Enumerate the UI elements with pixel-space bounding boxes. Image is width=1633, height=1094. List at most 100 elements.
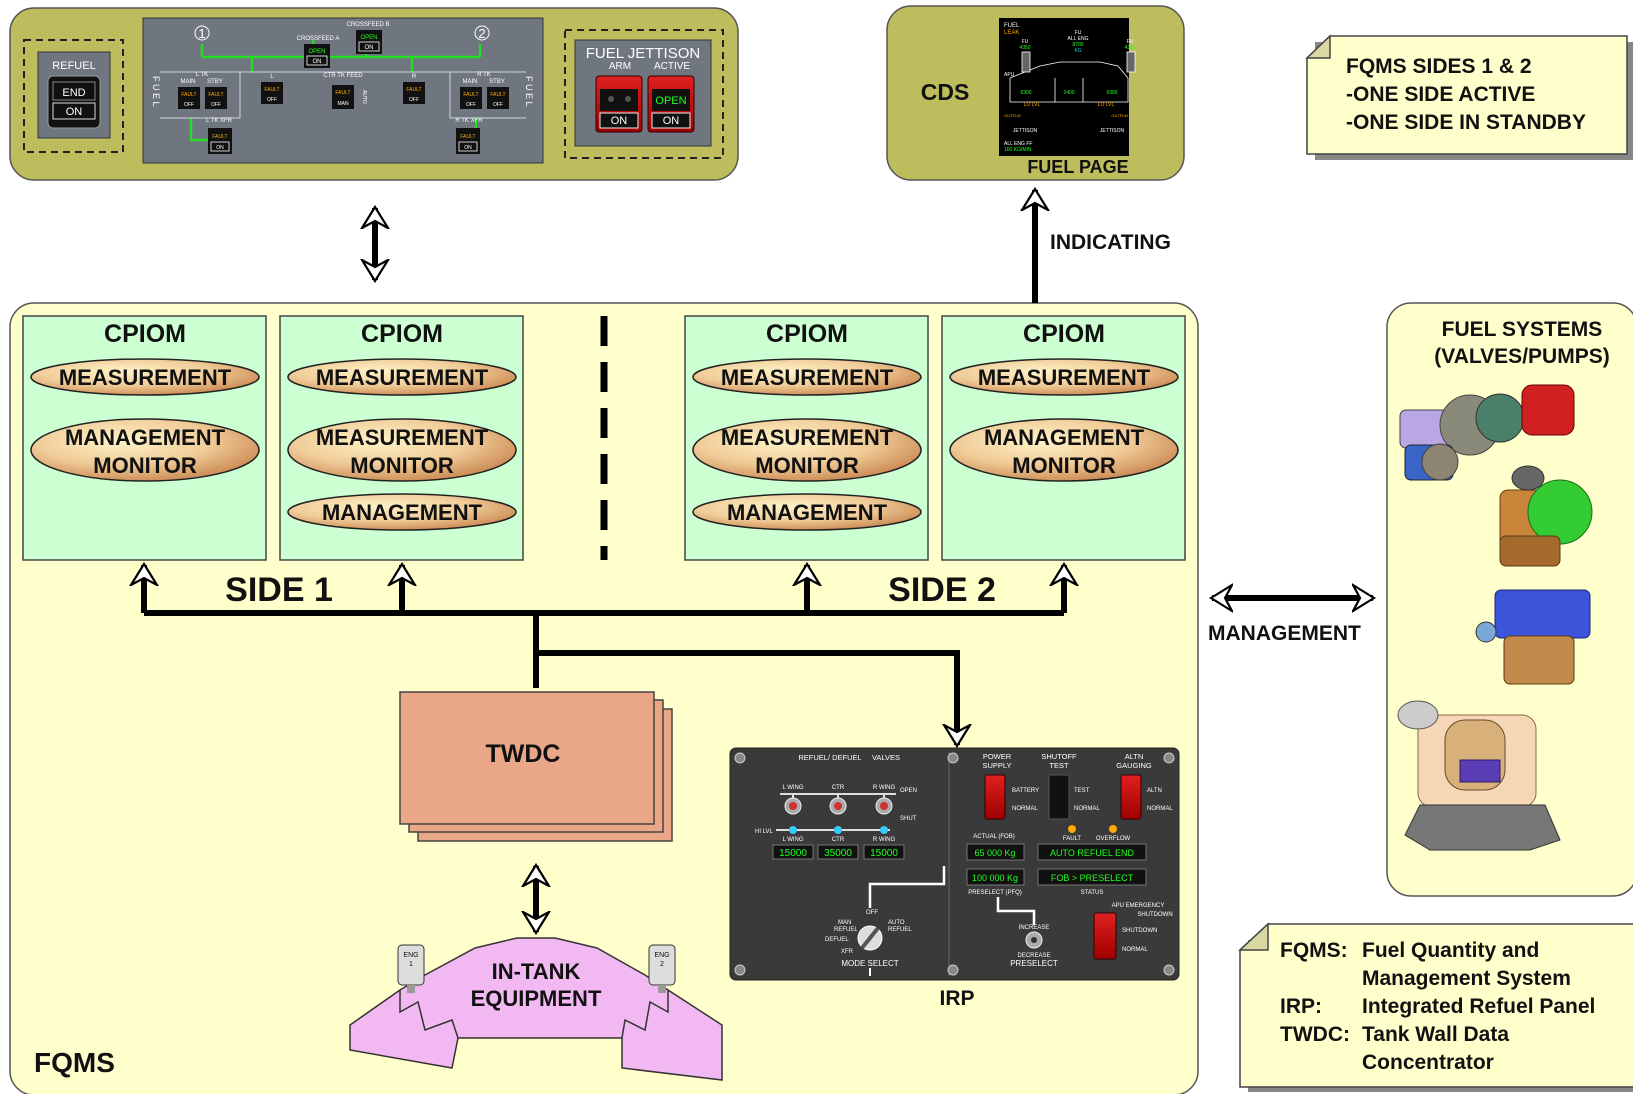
off-light: OFF xyxy=(409,97,419,103)
l-tk-label: L TK xyxy=(196,72,208,78)
r-wing-qty-value: 15000 xyxy=(870,848,898,859)
cds-right-qty: 6300 xyxy=(1106,90,1117,96)
fuel-side-left: F U E L xyxy=(151,76,161,107)
in-tank-line-1: IN-TANK xyxy=(492,959,581,984)
refuel-end-label: END xyxy=(62,87,85,99)
l-stby-label: STBY xyxy=(207,79,223,85)
crossfeed-a-switch[interactable]: OPEN ON xyxy=(304,44,330,68)
r-tk-xfr-label: R TK XFR xyxy=(455,118,483,124)
status2-display: FOB > PRESELECT xyxy=(1037,868,1147,886)
crossfeed-a-label: CROSSFEED A xyxy=(297,36,340,42)
mode-select-knob[interactable] xyxy=(857,925,883,951)
function-monitor: MONITOR xyxy=(93,453,197,478)
ctr-valve-switch[interactable] xyxy=(829,797,847,815)
irp-altn: ALTN xyxy=(1125,752,1144,761)
cds-fu-center: 8700 xyxy=(1072,42,1083,48)
function-management: MANAGEMENT xyxy=(322,500,483,525)
refuel-title: REFUEL xyxy=(52,60,95,72)
cds-outflw-right: OUTFLW xyxy=(1111,113,1128,118)
legend-twdc-line-2: Concentrator xyxy=(1362,1051,1494,1074)
function-measurement: MEASUREMENT xyxy=(59,365,232,390)
eng-1-number: 1 xyxy=(409,961,413,968)
jettison-arm-on: ON xyxy=(611,115,628,127)
l-tk-xfr-label: L TK XFR xyxy=(206,118,233,124)
engine-1-icon: ENG 1 xyxy=(397,944,425,993)
pump-assembly-icon xyxy=(1399,384,1575,481)
irp-power: POWER xyxy=(983,752,1012,761)
r-wing-qty-display: 15000 xyxy=(863,844,905,860)
crossfeed-b-switch[interactable]: OPEN ON xyxy=(356,30,382,54)
cds-outflw-left: OUTFLW xyxy=(1004,113,1021,118)
r-wing-valve-switch[interactable] xyxy=(875,797,893,815)
function-measurement: MEASUREMENT xyxy=(721,365,894,390)
status-value: AUTO REFUEL END xyxy=(1050,848,1135,858)
irp-label: IRP xyxy=(939,987,974,1010)
twdc-box: TWDC xyxy=(399,691,673,842)
side-1-label: SIDE 1 xyxy=(225,571,333,609)
cpiom-2: CPIOM MEASUREMENT MEASUREMENT MONITOR MA… xyxy=(279,315,524,561)
irp-supply: SUPPLY xyxy=(982,761,1011,770)
cds-fu-right-label: FU xyxy=(1127,39,1134,45)
eng-1-text: ENG xyxy=(403,952,418,959)
shutoff-test-switch[interactable] xyxy=(1048,774,1070,820)
irp-shutdown-pos: SHUTDOWN xyxy=(1122,928,1157,934)
irp-test-pos: TEST xyxy=(1074,788,1090,794)
irp-man-refuel: REFUEL xyxy=(834,927,858,933)
irp-actual-fob: ACTUAL (FOB) xyxy=(973,834,1014,840)
irp-valve-r-wing-label: R WING xyxy=(873,785,896,791)
legend-fqms-abbr: FQMS: xyxy=(1280,939,1348,962)
jettison-active-on: ON xyxy=(663,115,680,127)
l-wing-valve-switch[interactable] xyxy=(784,797,802,815)
cds-ff-value: 160 KG/MIN xyxy=(1004,147,1032,153)
power-supply-switch[interactable] xyxy=(984,774,1006,820)
note-sides-line-2: -ONE SIDE ACTIVE xyxy=(1346,83,1535,106)
irp-mode-off: OFF xyxy=(866,910,878,916)
refuel-end-switch[interactable]: REFUEL END ON xyxy=(37,51,111,139)
irp-normal-3: NORMAL xyxy=(1147,806,1173,812)
fuel-control-panel: F U E L F U E L 1 2 CROSSFEED B CROSSFEE… xyxy=(142,17,544,164)
irp-decrease: DECREASE xyxy=(1017,953,1050,959)
irp-hi-lvl: HI LVL xyxy=(755,829,774,835)
apu-shutdown-switch[interactable] xyxy=(1093,912,1117,960)
on-light: ON xyxy=(216,145,224,151)
cds-fu-center-label: FU xyxy=(1075,30,1082,36)
cds-fu-unit: KG xyxy=(1074,48,1081,54)
jettison-arm-switch[interactable]: ON xyxy=(595,75,643,133)
legend-irp-abbr: IRP: xyxy=(1280,995,1322,1018)
legend-twdc-line-1: Tank Wall Data xyxy=(1362,1023,1509,1046)
overhead-fuel-panel: REFUEL END ON F U E L F U E L xyxy=(9,7,739,181)
jettison-active-switch[interactable]: OPEN ON xyxy=(647,75,695,133)
legend-fqms-line-2: Management System xyxy=(1362,967,1571,990)
irp-auto: AUTO xyxy=(888,920,905,926)
twdc-label: TWDC xyxy=(486,740,561,768)
irp-open: OPEN xyxy=(900,788,917,794)
irp-valve-l-wing-label: L WING xyxy=(782,785,803,791)
l-pump-label: L xyxy=(270,74,274,80)
cpiom-title: CPIOM xyxy=(361,320,443,348)
fault-light: FAULT xyxy=(460,134,475,140)
preselect-value: 100 000 Kg xyxy=(972,873,1018,883)
preselect-knob[interactable] xyxy=(1025,931,1043,949)
irp-apu-shutdown: SHUTDOWN xyxy=(1137,912,1172,918)
irp-auto-refuel: REFUEL xyxy=(888,927,912,933)
jettison-arm-label: ARM xyxy=(609,61,631,72)
note-sides-line-1: FQMS SIDES 1 & 2 xyxy=(1346,55,1532,78)
irp-xfr: XFR xyxy=(841,949,854,955)
crossfeed-b-on: ON xyxy=(365,45,374,51)
irp-man: MAN xyxy=(838,920,851,926)
ctr-tk-feed-label: CTR TK FEED xyxy=(323,73,363,79)
altn-gauging-switch[interactable] xyxy=(1120,774,1142,820)
pump-canister-icon xyxy=(1397,700,1561,851)
cds-left-qty: 6300 xyxy=(1020,90,1031,96)
cds-jettison-right: JETTISON xyxy=(1100,128,1125,134)
cds-label: CDS xyxy=(921,79,970,105)
